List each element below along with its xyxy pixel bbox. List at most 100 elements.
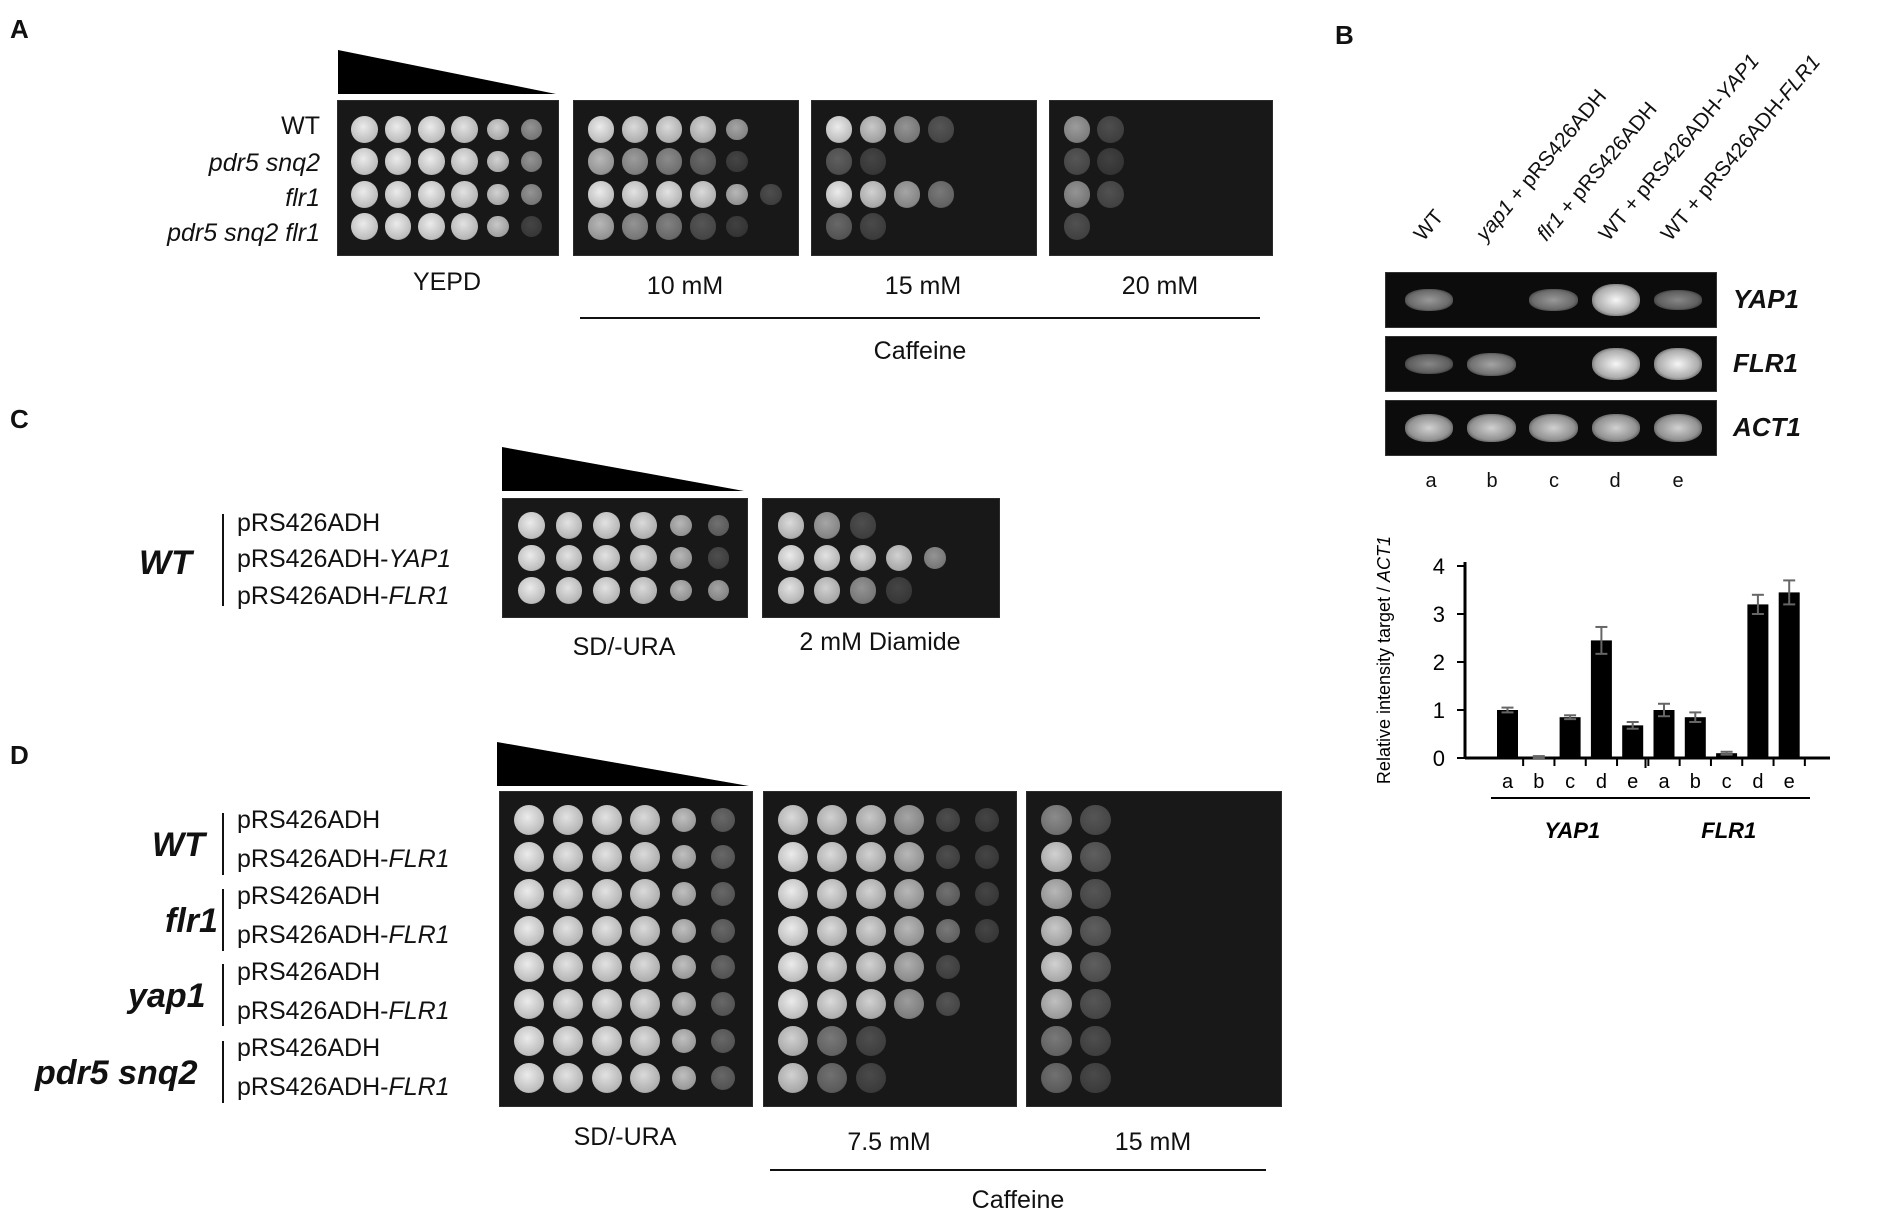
y-tick-label: 0 bbox=[1433, 746, 1445, 771]
colony-spot bbox=[591, 805, 622, 836]
colony-spot bbox=[855, 878, 886, 909]
colony-spot bbox=[1080, 805, 1111, 836]
panel-letter-a: A bbox=[10, 14, 29, 44]
colony-spot bbox=[418, 148, 445, 176]
agar-plate-d-15mm bbox=[1026, 791, 1282, 1107]
x-tick-label: e bbox=[1627, 771, 1638, 793]
lane-letter-a: a bbox=[1425, 470, 1437, 492]
colony-spot bbox=[816, 989, 848, 1020]
plasmid-label-d-pdr5-snq2-flr1: pRS426ADH-FLR1 bbox=[237, 1073, 450, 1101]
bar bbox=[1590, 640, 1612, 758]
colony-spot bbox=[849, 577, 877, 605]
colony-spot bbox=[777, 577, 805, 605]
colony-spot bbox=[1041, 952, 1072, 983]
colony-spot bbox=[591, 842, 622, 873]
colony-spot bbox=[689, 213, 717, 241]
plate-label-d-sd-ura: SD/-URA bbox=[573, 1123, 677, 1151]
colony-spot bbox=[418, 115, 445, 143]
plasmid-label-d-yap1-empty: pRS426ADH bbox=[237, 958, 381, 986]
colony-spot bbox=[591, 878, 622, 909]
colony-spot bbox=[707, 514, 730, 537]
colony-spot bbox=[1097, 180, 1124, 208]
x-tick-label: d bbox=[1752, 771, 1763, 793]
colony-spot bbox=[935, 808, 961, 833]
colony-spot bbox=[671, 992, 697, 1017]
agar-plate-d-7-5mm bbox=[763, 791, 1017, 1107]
colony-spot bbox=[520, 183, 542, 205]
colony-spot bbox=[384, 115, 412, 143]
colony-spot bbox=[670, 514, 692, 537]
colony-spot bbox=[778, 915, 809, 946]
colony-spot bbox=[514, 805, 545, 836]
gel-band bbox=[1404, 354, 1454, 374]
colony-spot bbox=[894, 842, 925, 873]
colony-spot bbox=[710, 845, 735, 870]
bar bbox=[1653, 710, 1675, 758]
colony-spot bbox=[591, 952, 622, 983]
colony-spot bbox=[518, 511, 546, 539]
colony-spot bbox=[927, 180, 955, 208]
gene-label-flr1: FLR1 bbox=[1733, 348, 1798, 378]
colony-spot bbox=[935, 955, 961, 980]
strain-bracket-d-flr1 bbox=[222, 889, 224, 951]
colony-spot bbox=[1041, 1025, 1072, 1056]
colony-spot bbox=[974, 881, 999, 906]
gene-label-act1: ACT1 bbox=[1733, 412, 1801, 442]
colony-spot bbox=[1080, 989, 1111, 1020]
colony-spot bbox=[384, 213, 412, 241]
colony-spot bbox=[1041, 805, 1072, 836]
colony-spot bbox=[710, 1065, 735, 1090]
colony-spot bbox=[813, 511, 841, 539]
colony-spot bbox=[777, 544, 805, 572]
colony-spot bbox=[487, 216, 509, 238]
colony-spot bbox=[552, 1025, 584, 1056]
agar-plate-a-20mm bbox=[1049, 100, 1273, 256]
plate-label-c-diamide: 2 mM Diamide bbox=[799, 628, 961, 656]
colony-spot bbox=[778, 805, 809, 836]
group-label: FLR1 bbox=[1701, 818, 1756, 843]
colony-spot bbox=[1080, 842, 1111, 873]
colony-spot bbox=[520, 151, 542, 173]
strain-label-d-wt: WT bbox=[152, 826, 205, 864]
colony-spot bbox=[514, 1025, 545, 1056]
colony-spot bbox=[760, 183, 782, 205]
group-label-a-caffeine: Caffeine bbox=[873, 337, 967, 365]
colony-spot bbox=[935, 918, 961, 943]
colony-spot bbox=[849, 544, 877, 572]
gel-band bbox=[1467, 413, 1516, 443]
colony-spot bbox=[555, 511, 583, 539]
colony-spot bbox=[813, 577, 841, 605]
colony-spot bbox=[630, 511, 658, 539]
gel-yap1 bbox=[1385, 272, 1717, 328]
strain-bracket-d-pdr5-snq2 bbox=[222, 1041, 224, 1103]
bar bbox=[1497, 710, 1518, 758]
plasmid-label-c-empty: pRS426ADH bbox=[237, 509, 381, 537]
plate-label-a-10mm: 10 mM bbox=[646, 272, 724, 300]
panel-letter-c: C bbox=[10, 404, 29, 434]
colony-spot bbox=[825, 115, 853, 143]
plate-label-a-20mm: 20 mM bbox=[1121, 272, 1199, 300]
colony-spot bbox=[816, 915, 848, 946]
agar-plate-a-yepd bbox=[337, 100, 559, 256]
colony-spot bbox=[859, 213, 887, 241]
gel-band bbox=[1653, 290, 1703, 310]
colony-spot bbox=[893, 115, 921, 143]
colony-spot bbox=[487, 118, 509, 140]
colony-spot bbox=[816, 1025, 848, 1056]
x-tick-label: c bbox=[1565, 771, 1575, 793]
colony-spot bbox=[587, 115, 615, 143]
colony-spot bbox=[689, 148, 717, 176]
colony-spot bbox=[552, 842, 584, 873]
plasmid-label-d-flr1-flr1: pRS426ADH-FLR1 bbox=[237, 921, 450, 949]
colony-spot bbox=[520, 216, 542, 238]
y-tick-label: 4 bbox=[1433, 554, 1445, 579]
gel-band bbox=[1529, 289, 1578, 311]
colony-spot bbox=[825, 148, 853, 176]
bar bbox=[1778, 592, 1800, 758]
colony-spot bbox=[816, 1062, 848, 1093]
plasmid-label-d-pdr5-snq2-empty: pRS426ADH bbox=[237, 1034, 381, 1062]
colony-spot bbox=[1063, 180, 1091, 208]
colony-spot bbox=[655, 213, 683, 241]
colony-spot bbox=[630, 544, 658, 572]
colony-spot bbox=[621, 148, 649, 176]
